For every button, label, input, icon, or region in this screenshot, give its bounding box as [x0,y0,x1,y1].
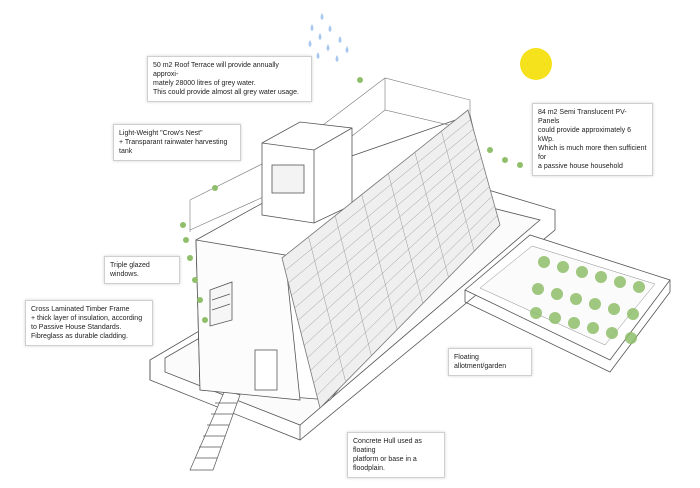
label-crows-nest: Light-Weight "Crow's Nest" + Transparant… [113,124,241,161]
pv-panel-array [281,109,501,409]
label-roof-terrace: 50 m2 Roof Terrace will provide annually… [147,56,312,102]
label-timber-frame: Cross Laminated Timber Frame + thick lay… [25,300,153,346]
label-floating-garden: Floating allotment/garden [448,348,532,376]
sun-icon [520,48,552,80]
floating-garden [464,234,671,373]
label-triple-glazed: Triple glazed windows. [104,256,180,284]
label-pv-panels: 84 m2 Semi Translucent PV-Panels could p… [532,103,653,176]
stairs [189,389,241,471]
rain-drops-icon [308,13,349,62]
crows-nest [261,121,353,224]
garden-plants [530,256,645,344]
label-concrete-hull: Concrete Hull used as floating platform … [347,432,445,478]
